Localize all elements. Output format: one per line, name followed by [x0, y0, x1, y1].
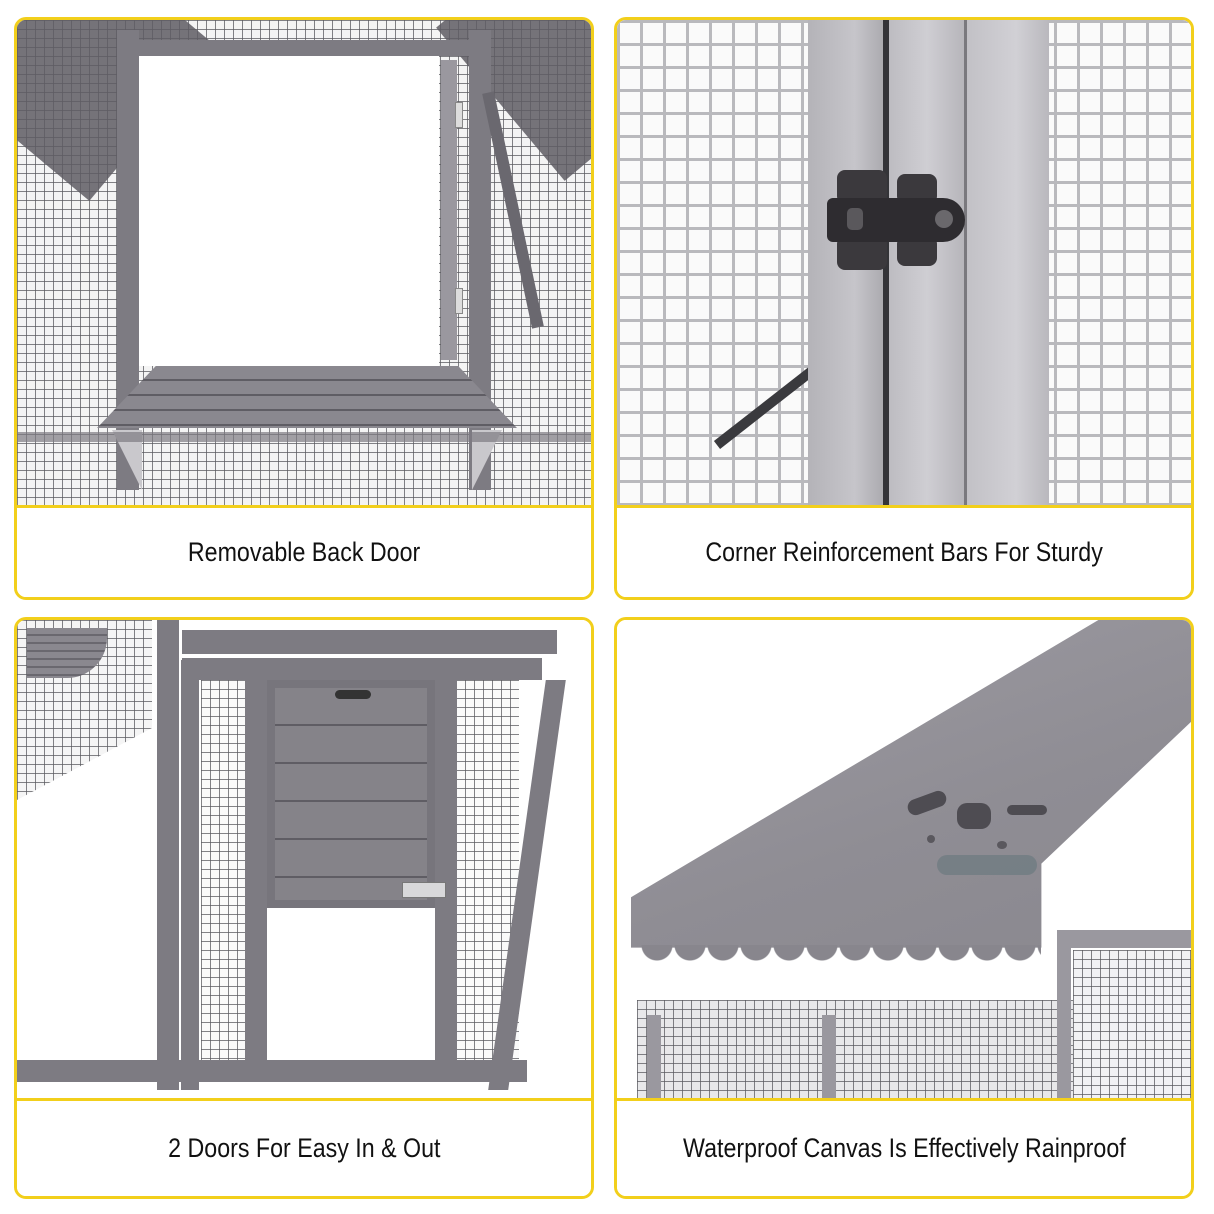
photo-doors — [17, 620, 591, 1104]
door-opening — [139, 56, 439, 366]
caption-text: Removable Back Door — [187, 537, 421, 567]
feature-panel-two-doors: 2 Doors For Easy In & Out — [14, 617, 594, 1199]
door-stile-left — [245, 680, 267, 1080]
caption-text: Waterproof Canvas Is Effectively Rainpro… — [682, 1133, 1126, 1163]
hinge-icon — [455, 288, 463, 314]
door-handle-icon — [335, 690, 371, 699]
wire-mesh-side — [1073, 950, 1191, 1104]
post-seam — [964, 20, 967, 511]
upper-door — [267, 680, 435, 908]
frame-left-post — [117, 30, 139, 490]
frame-top-beam — [132, 40, 477, 56]
wood-frame-lower — [822, 1015, 836, 1104]
side-extension — [1057, 930, 1191, 948]
frame-beam-2 — [182, 658, 542, 680]
photo-latch-closeup — [617, 20, 1191, 511]
water-beads-icon — [905, 775, 1057, 885]
scalloped-edge — [641, 945, 1041, 969]
caption-text: Corner Reinforcement Bars For Sturdy — [705, 537, 1103, 567]
latch-icon — [827, 170, 967, 270]
door-latch-icon — [402, 882, 446, 898]
shelf — [97, 366, 517, 428]
feature-panel-waterproof-canvas: Waterproof Canvas Is Effectively Rainpro… — [614, 617, 1194, 1199]
feature-panel-removable-back-door: Removable Back Door — [14, 17, 594, 600]
frame-post-1 — [157, 620, 179, 1090]
hinge-icon — [455, 102, 463, 128]
door-stile-right — [435, 680, 457, 1080]
photo-back-door — [17, 20, 591, 511]
photo-canvas-roof — [617, 620, 1191, 1104]
frame-post-2 — [181, 660, 199, 1090]
caption: Waterproof Canvas Is Effectively Rainpro… — [617, 1098, 1191, 1196]
lower-rail — [17, 432, 591, 442]
caption: Removable Back Door — [17, 505, 591, 597]
door-leaf — [441, 60, 457, 360]
bottom-rail — [17, 1060, 527, 1082]
wood-frame-lower — [647, 1015, 661, 1104]
feature-panel-corner-reinforcement: Corner Reinforcement Bars For Sturdy — [614, 17, 1194, 600]
caption: 2 Doors For Easy In & Out — [17, 1098, 591, 1196]
side-extension-post — [1057, 940, 1071, 1104]
frame-right-post — [469, 30, 491, 490]
caption: Corner Reinforcement Bars For Sturdy — [617, 505, 1191, 597]
wood-post-right — [967, 20, 1049, 511]
frame-top-beam — [182, 630, 557, 654]
caption-text: 2 Doors For Easy In & Out — [167, 1133, 441, 1163]
